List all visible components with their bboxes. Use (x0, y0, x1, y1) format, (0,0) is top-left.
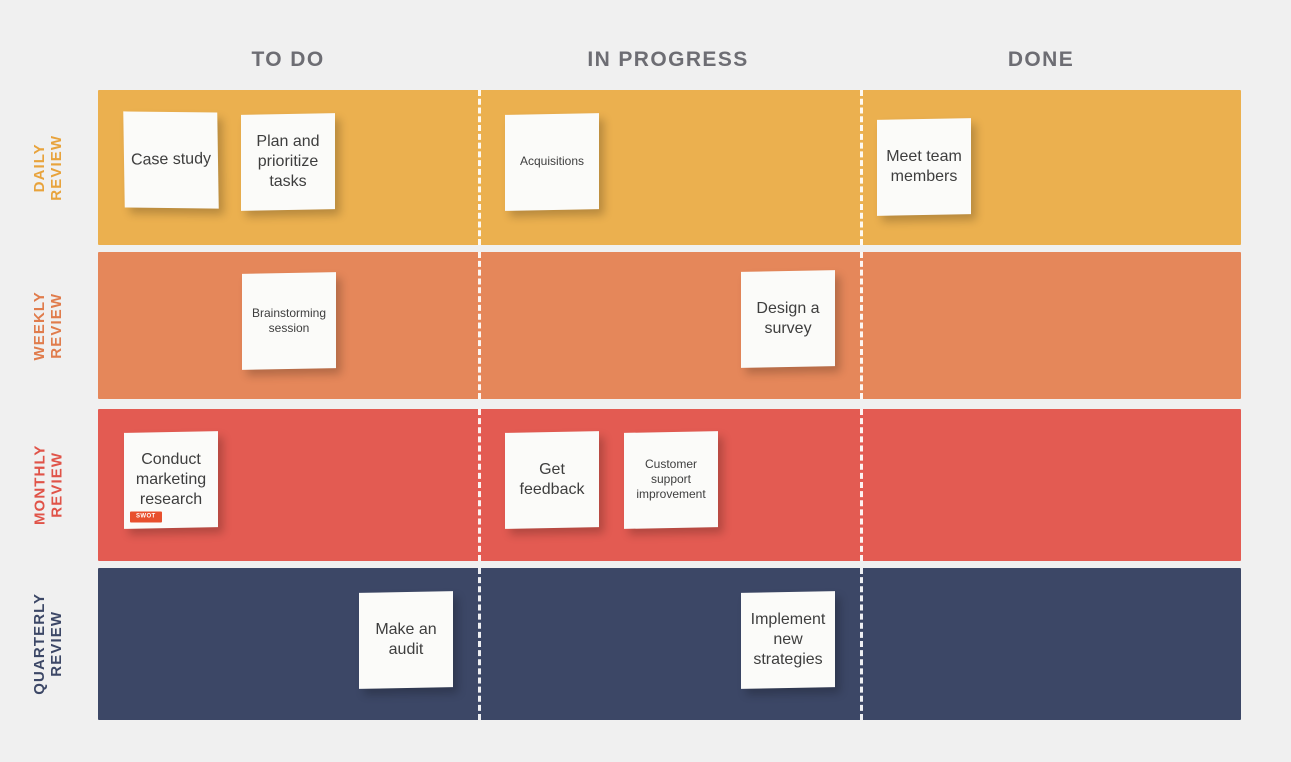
card-title: Plan and prioritize tasks (256, 132, 320, 191)
divider-inprogress-done (860, 252, 863, 399)
divider-todo-inprogress (478, 252, 481, 399)
card-title: Meet team members (886, 147, 962, 185)
card-title: Case study (130, 150, 212, 169)
divider-inprogress-done (860, 568, 863, 720)
card-title: Acquisitions (519, 154, 585, 169)
divider-inprogress-done (860, 409, 863, 561)
swimlane-label-line2: REVIEW (48, 134, 65, 201)
card-title: Make an audit (375, 620, 437, 658)
column-header-in-progress: IN PROGRESS (587, 48, 749, 71)
card-title: Design a survey (756, 299, 820, 337)
card-title: Brainstorming session (251, 305, 327, 335)
card-implement-new-strategies[interactable]: Implement new strategies (741, 591, 835, 689)
divider-todo-inprogress (478, 90, 481, 245)
swimlane-label-line2: REVIEW (48, 611, 66, 677)
divider-inprogress-done (860, 90, 863, 245)
card-get-feedback[interactable]: Get feedback (505, 431, 599, 529)
card-title: Implement new strategies (750, 610, 826, 669)
card-make-an-audit[interactable]: Make an audit (359, 591, 453, 689)
divider-todo-inprogress (478, 409, 481, 561)
swimlane-quarterly-review (98, 568, 1241, 720)
card-plan-prioritize-tasks[interactable]: Plan and prioritize tasks (241, 113, 335, 211)
card-customer-support-improvement[interactable]: Customer support improvement (624, 431, 718, 529)
card-badge[interactable]: SWOT (130, 511, 162, 523)
column-header-done: DONE (1007, 48, 1075, 71)
swimlane-label-line1: DAILY (31, 142, 49, 193)
swimlane-label-line2: REVIEW (47, 292, 65, 359)
column-header-todo: TO DO (251, 48, 325, 71)
swimlane-label-line1: QUARTERLY (31, 593, 49, 695)
divider-todo-inprogress (478, 568, 481, 720)
card-design-a-survey[interactable]: Design a survey (741, 270, 835, 368)
card-title: Customer support improvement (636, 457, 706, 502)
card-brainstorming-session[interactable]: Brainstorming session (242, 272, 336, 370)
card-acquisitions[interactable]: Acquisitions (505, 113, 599, 211)
swimlane-label-line1: WEEKLY (31, 290, 49, 361)
card-title: Conduct marketing research (135, 450, 207, 509)
swimlane-label-line1: MONTHLY (31, 444, 49, 526)
swimlane-label-line2: REVIEW (47, 452, 65, 518)
card-case-study[interactable]: Case study (123, 111, 219, 209)
card-title: Get feedback (519, 460, 585, 498)
card-meet-team-members[interactable]: Meet team members (877, 118, 971, 216)
